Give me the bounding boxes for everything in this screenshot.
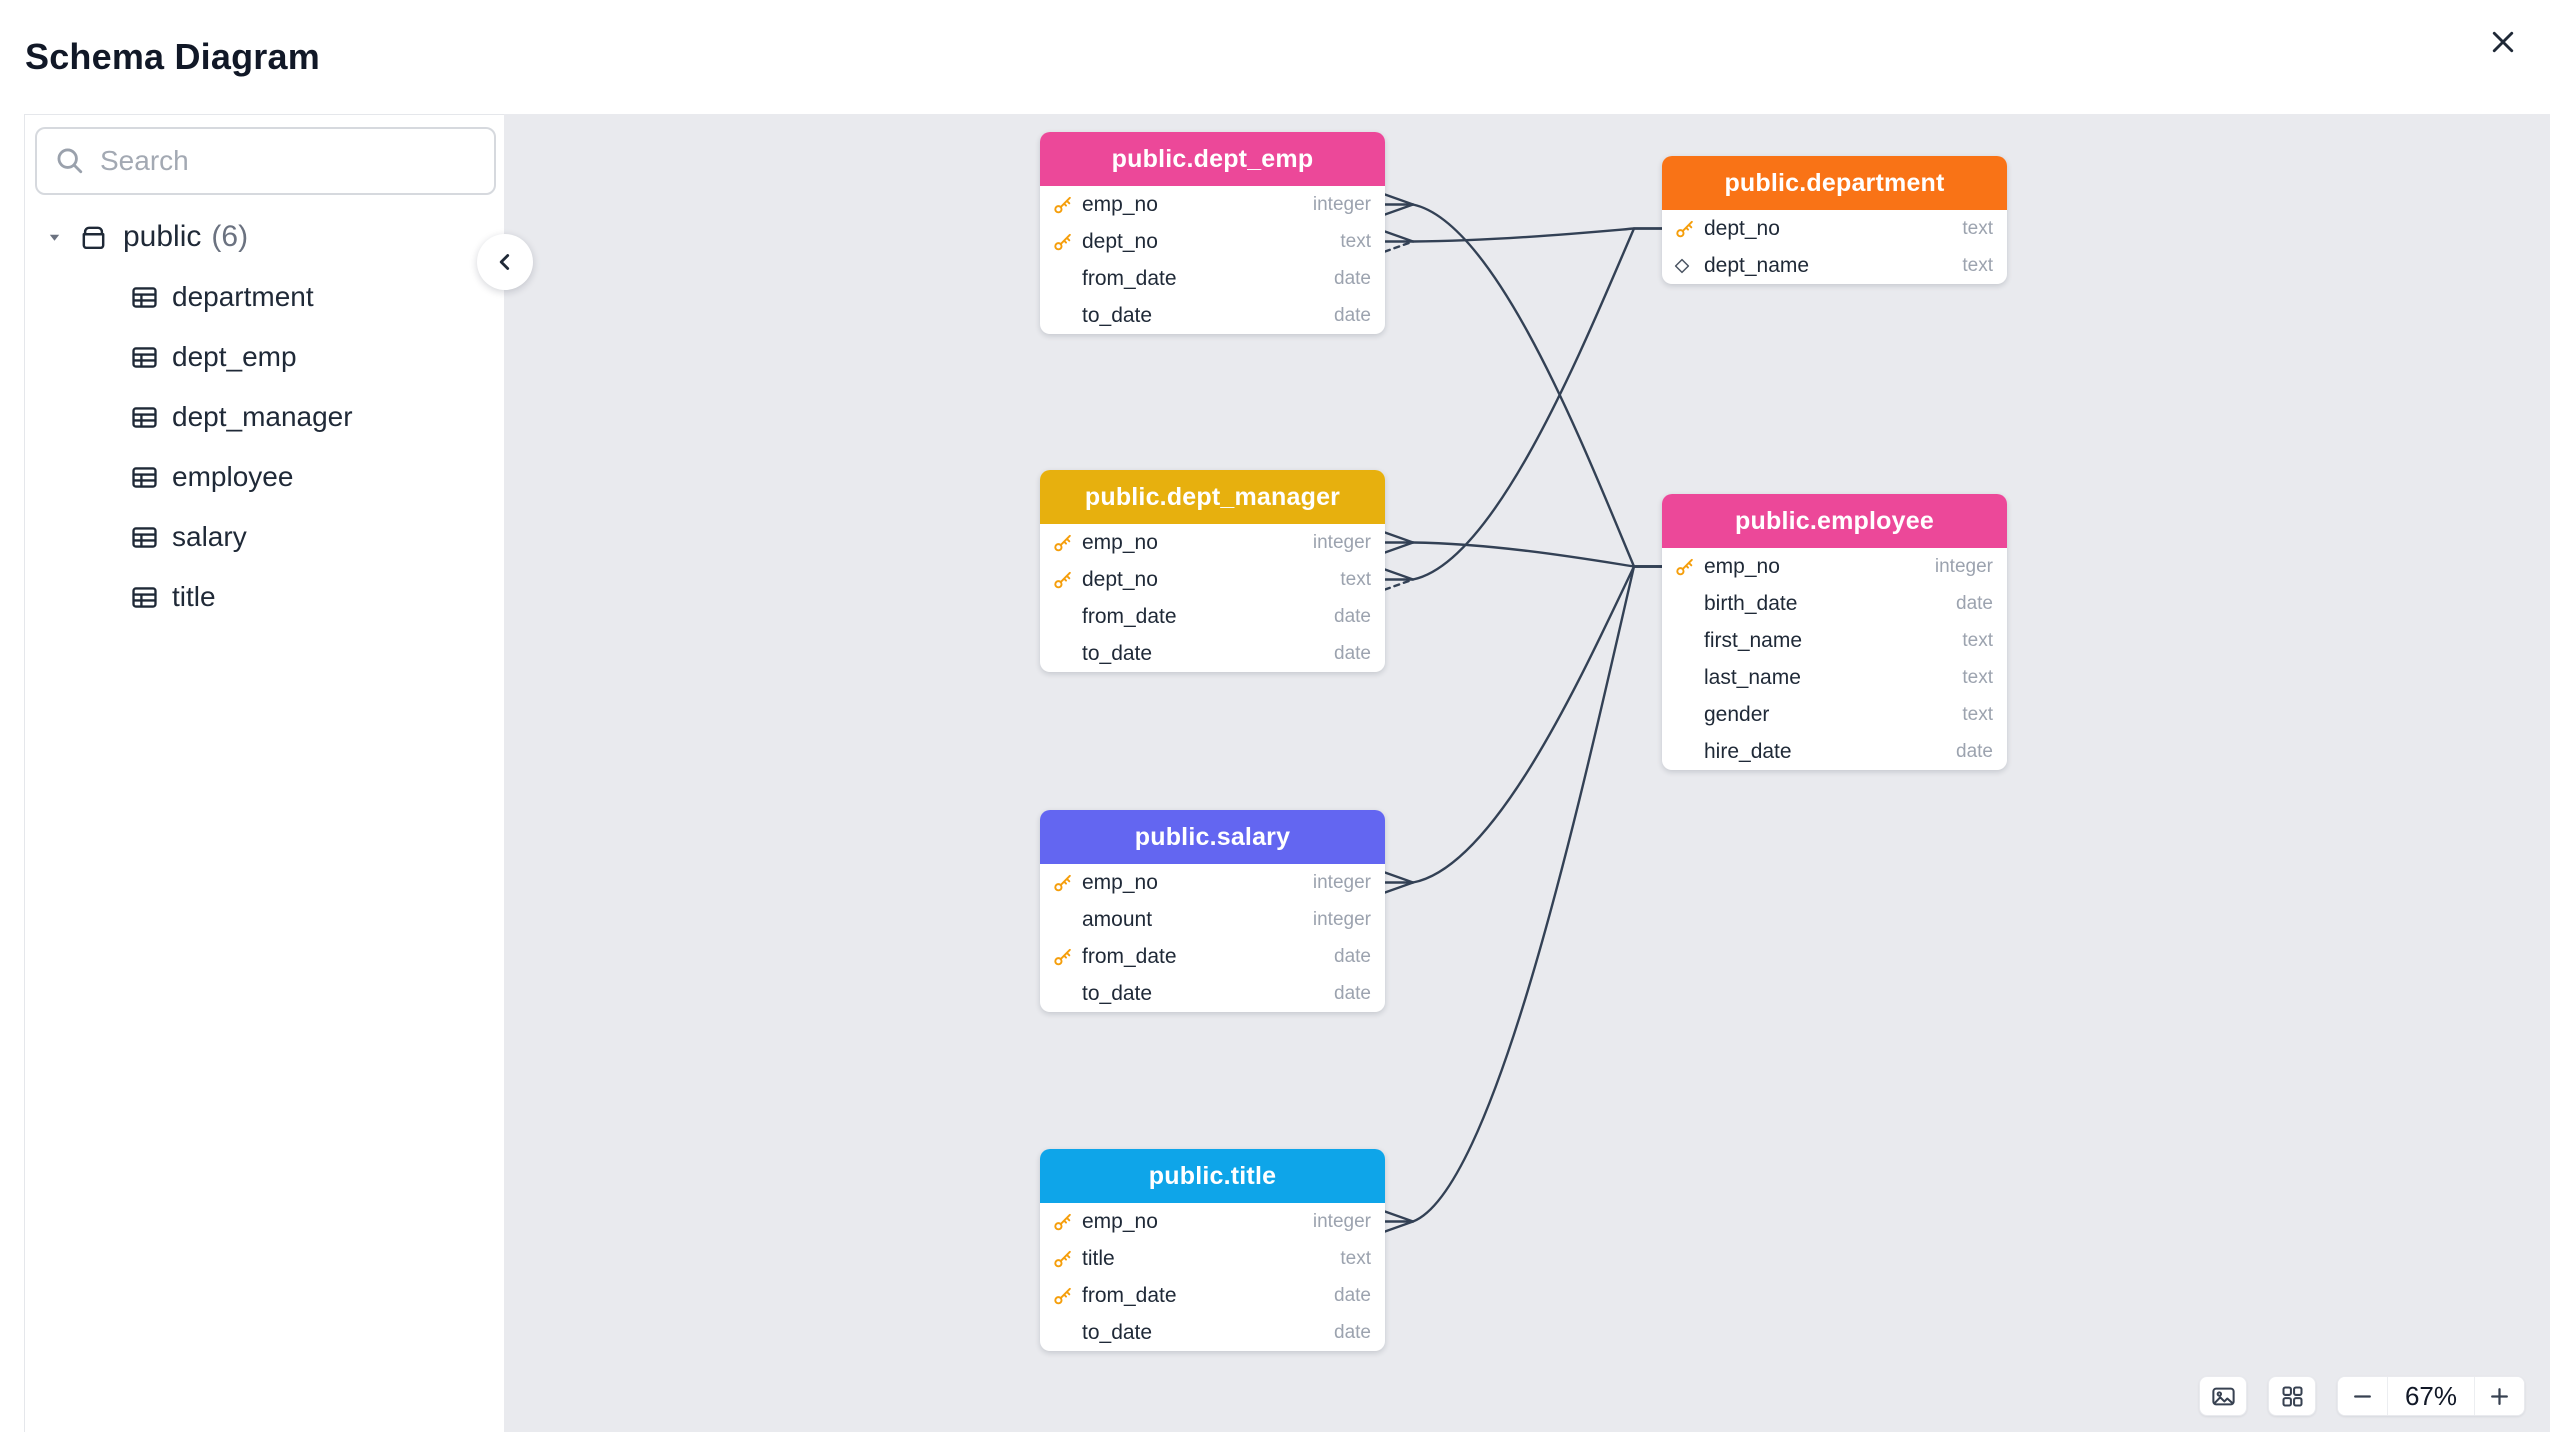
close-icon: [2492, 31, 2514, 53]
tree-node-public-schema[interactable]: public (6): [25, 207, 505, 267]
primary-key-icon: [1054, 948, 1071, 965]
table-icon: [132, 286, 157, 308]
export-image-button[interactable]: [2199, 1376, 2247, 1416]
search-box: [35, 127, 496, 195]
table-name-label: title: [172, 581, 216, 612]
primary-key-icon: [1054, 571, 1071, 588]
table-icon: [132, 346, 157, 368]
sidebar-item-dept_manager[interactable]: dept_manager: [25, 387, 505, 447]
primary-key-icon: [1676, 558, 1693, 575]
primary-key-icon: [1054, 233, 1071, 250]
sidebar-item-employee[interactable]: employee: [25, 447, 505, 507]
schema-box-icon: [78, 222, 109, 253]
sidebar-item-title[interactable]: title: [25, 567, 505, 627]
table-icon: [132, 586, 157, 608]
search-icon: [57, 148, 83, 173]
primary-key-icon: [1676, 220, 1693, 237]
table-name-label: dept_manager: [172, 401, 353, 432]
search-input[interactable]: [100, 145, 476, 177]
table-card-header[interactable]: public.department: [1662, 156, 2007, 210]
table-icon: [132, 466, 157, 488]
table-name-label: department: [172, 281, 314, 312]
table-card-header[interactable]: public.dept_emp: [1040, 132, 1385, 186]
table-card-header[interactable]: public.employee: [1662, 494, 2007, 548]
primary-key-icon: [1054, 874, 1071, 891]
page-title: Schema Diagram: [25, 36, 320, 77]
sidebar-item-dept_emp[interactable]: dept_emp: [25, 327, 505, 387]
sidebar-table-list: department dept_emp dept_manager employee sa…: [25, 267, 505, 627]
schema-table-count: (6): [211, 220, 249, 253]
view-toolbar: 67%: [2199, 1376, 2525, 1416]
sidebar-collapse-button[interactable]: [477, 234, 533, 290]
schema-name: public: [123, 220, 202, 253]
table-name-label: employee: [172, 461, 294, 492]
table-name-label: dept_emp: [172, 341, 297, 372]
schema-tree: public (6) department dept_emp dept_manage…: [25, 207, 505, 627]
table-card-header[interactable]: public.salary: [1040, 810, 1385, 864]
minus-icon: [2354, 1394, 2371, 1398]
primary-key-icon: [1054, 1287, 1071, 1304]
image-icon: [2211, 1387, 2235, 1405]
diagram-canvas[interactable]: [504, 114, 2550, 1432]
primary-key-icon: [1054, 196, 1071, 213]
table-card-header[interactable]: public.title: [1040, 1149, 1385, 1203]
zoom-in-button[interactable]: [2475, 1377, 2524, 1415]
nullable-diamond-icon: [1674, 258, 1690, 273]
chevron-left-icon: [499, 254, 510, 270]
caret-down-icon[interactable]: [47, 230, 62, 245]
sidebar-item-salary[interactable]: salary: [25, 507, 505, 567]
plus-icon: [2491, 1387, 2508, 1405]
table-card-header[interactable]: public.dept_manager: [1040, 470, 1385, 524]
table-name-label: salary: [172, 521, 247, 552]
zoom-out-button[interactable]: [2338, 1377, 2387, 1415]
primary-key-icon: [1054, 1250, 1071, 1267]
zoom-level: 67%: [2387, 1377, 2475, 1415]
grid-icon: [2281, 1385, 2303, 1407]
primary-key-icon: [1054, 1213, 1071, 1230]
sidebar-item-department[interactable]: department: [25, 267, 505, 327]
zoom-control: 67%: [2337, 1376, 2525, 1416]
primary-key-icon: [1054, 534, 1071, 551]
table-icon: [132, 526, 157, 548]
close-button[interactable]: [2483, 22, 2523, 62]
auto-layout-button[interactable]: [2268, 1376, 2316, 1416]
top-bar: Schema Diagram: [0, 0, 2550, 114]
table-icon: [132, 406, 157, 428]
sidebar: public (6) department dept_emp dept_manage…: [24, 114, 504, 1432]
